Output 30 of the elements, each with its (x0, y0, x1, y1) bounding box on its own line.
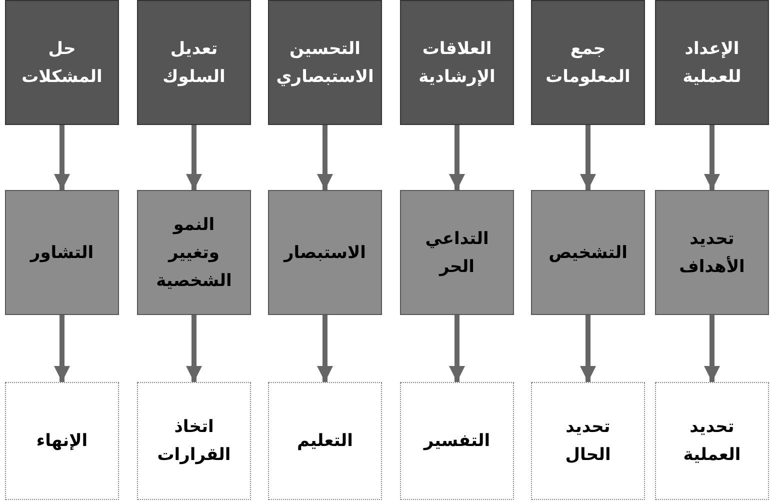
technique-box: التشاور (5, 190, 119, 315)
arrow (317, 315, 333, 382)
outcome-box: تحديد الحال (531, 382, 645, 500)
arrow (317, 125, 333, 190)
arrow (580, 315, 596, 382)
arrow (54, 315, 70, 382)
outcome-box: تحديد العملية (655, 382, 769, 500)
arrow (54, 125, 70, 190)
technique-box: التداعي الحر (400, 190, 514, 315)
outcome-box: اتخاذ القرارات (137, 382, 251, 500)
stage-box: تعديل السلوك (137, 0, 251, 125)
stage-box: جمع المعلومات (531, 0, 645, 125)
stage-box: الإعداد للعملية (655, 0, 769, 125)
stage-box: التحسين الاستبصاري (268, 0, 382, 125)
arrow (580, 125, 596, 190)
arrow (704, 125, 720, 190)
technique-box: تحديد الأهداف (655, 190, 769, 315)
arrow (449, 315, 465, 382)
technique-box: الاستبصار (268, 190, 382, 315)
stage-box: حل المشكلات (5, 0, 119, 125)
arrow (704, 315, 720, 382)
arrow (186, 315, 202, 382)
stage-box: العلاقات الإرشادية (400, 0, 514, 125)
outcome-box: الإنهاء (5, 382, 119, 500)
technique-box: التشخيص (531, 190, 645, 315)
technique-box: النمو وتغيير الشخصية (137, 190, 251, 315)
arrow (449, 125, 465, 190)
arrow (186, 125, 202, 190)
outcome-box: التفسير (400, 382, 514, 500)
outcome-box: التعليم (268, 382, 382, 500)
